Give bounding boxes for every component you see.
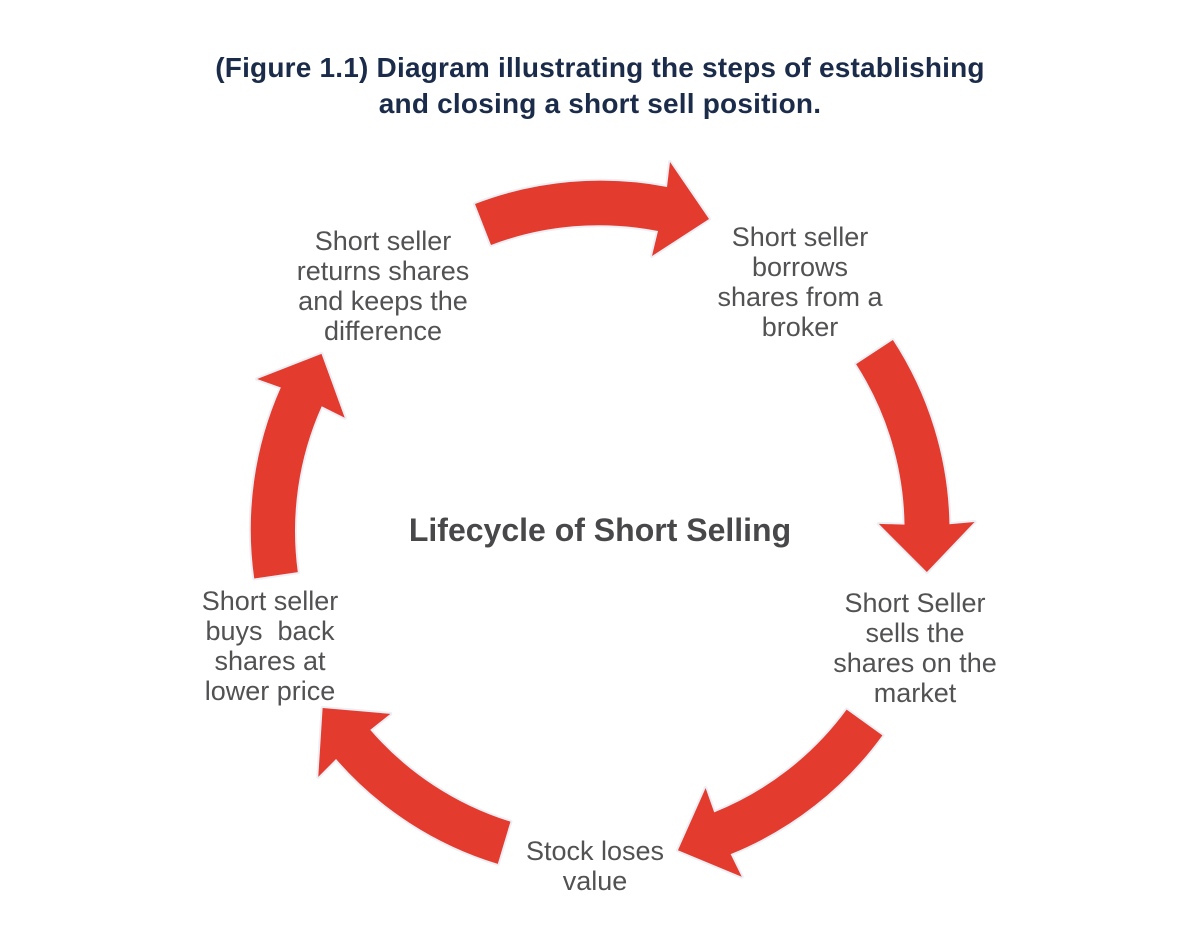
- step-sell-line1: Short Seller: [844, 588, 986, 618]
- step-lose-line1: Stock loses: [525, 836, 665, 866]
- curved-arrow-borrow-to-sell: [854, 337, 977, 574]
- step-return-line1: Short seller: [314, 226, 452, 256]
- step-return-line2: returns shares: [296, 256, 470, 286]
- step-sell-line2: sells the: [865, 618, 965, 648]
- step-borrow-line2: borrows: [751, 252, 849, 282]
- diagram-center-title: Lifecycle of Short Selling: [408, 512, 792, 548]
- step-sell-line3: shares on the: [833, 648, 997, 678]
- step-sell-line4: market: [873, 678, 957, 708]
- curved-arrow-buyback-to-return: [248, 351, 347, 581]
- step-lose-line2: value: [562, 866, 628, 896]
- figure-caption: (Figure 1.1) Diagram illustrating the st…: [0, 50, 1200, 122]
- figure-caption-line2: and closing a short sell position.: [378, 88, 822, 119]
- step-return-line3: and keeps the: [298, 286, 468, 316]
- curved-arrow-sell-to-lose: [675, 707, 885, 879]
- step-label-borrow-shares: Short seller borrows shares from a broke…: [717, 222, 882, 342]
- figure-caption-line1: (Figure 1.1) Diagram illustrating the st…: [215, 52, 985, 83]
- step-label-return-shares: Short seller returns shares and keeps th…: [297, 226, 470, 346]
- step-label-buy-back-shares: Short seller buys back shares at lower p…: [202, 586, 339, 706]
- step-return-line4: difference: [323, 316, 443, 346]
- step-label-stock-loses-value: Stock loses value: [526, 836, 664, 896]
- step-borrow-line4: broker: [761, 312, 839, 342]
- step-buyback-line2: buys back: [205, 616, 335, 646]
- step-buyback-line4: lower price: [204, 676, 336, 706]
- curved-arrow-return-to-borrow: [473, 160, 711, 258]
- step-borrow-line1: Short seller: [731, 222, 869, 252]
- step-label-sell-shares: Short Seller sells the shares on the mar…: [833, 588, 997, 708]
- curved-arrow-lose-to-buyback: [316, 705, 513, 866]
- step-buyback-line3: shares at: [214, 646, 326, 676]
- step-buyback-line1: Short seller: [201, 586, 339, 616]
- step-borrow-line3: shares from a: [717, 282, 883, 312]
